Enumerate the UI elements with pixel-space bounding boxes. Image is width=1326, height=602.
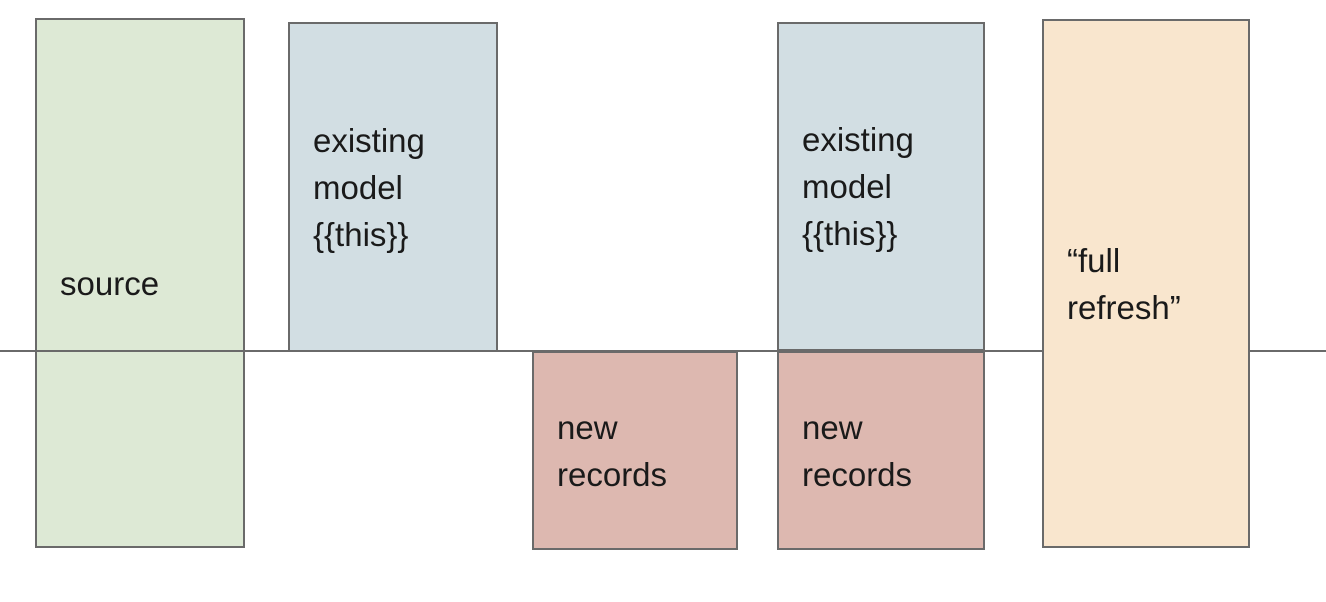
box-existing-model-2: existing model {{this}} (777, 22, 985, 351)
box-existing-model-1: existing model {{this}} (288, 22, 498, 352)
box-full-refresh: “full refresh” (1042, 19, 1250, 548)
box-source: source (35, 18, 245, 548)
box-new-records-1-label: new records (557, 408, 668, 493)
box-new-records-2: new records (777, 351, 985, 550)
box-source-label: source (60, 264, 160, 302)
box-new-records-2-label: new records (802, 408, 913, 493)
box-existing-model-2-label: existing model {{this}} (802, 121, 914, 252)
box-full-refresh-label: “full refresh” (1067, 241, 1181, 326)
box-existing-model-1-label: existing model {{this}} (313, 121, 425, 253)
box-new-records-1: new records (532, 351, 738, 550)
